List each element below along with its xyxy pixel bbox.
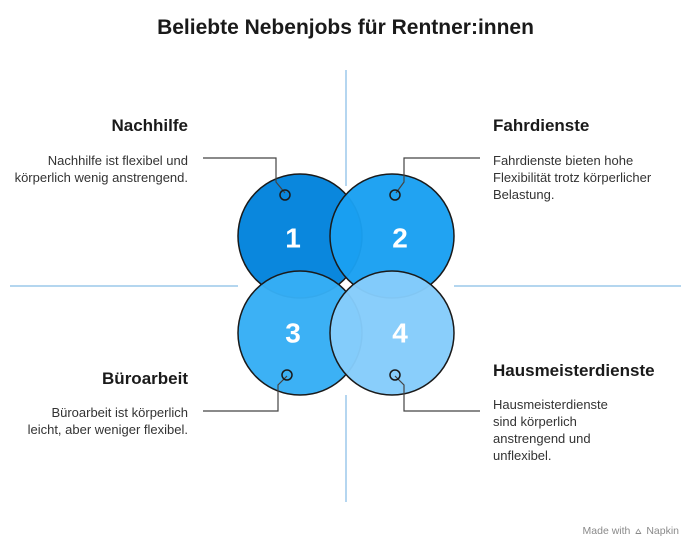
description-nachhilfe: Nachhilfe ist flexibel und körperlich we…: [14, 153, 188, 185]
heading-bueroarbeit: Büroarbeit: [102, 369, 188, 388]
circle-3-number: 3: [285, 318, 301, 349]
circle-4-number: 4: [392, 318, 408, 349]
connector-4-dot: [389, 369, 401, 381]
connector-2-dot: [389, 189, 401, 201]
connector-3: [203, 375, 288, 412]
connector-2: [395, 157, 480, 194]
circle-1-number: 1: [285, 223, 301, 254]
connector-1-dot: [279, 189, 291, 201]
napkin-icon: ⩟: [635, 526, 642, 537]
footer-made-with: Made with: [582, 525, 631, 537]
diagram-title: Beliebte Nebenjobs für Rentner:innen: [157, 16, 534, 39]
heading-fahrdienste: Fahrdienste: [493, 116, 590, 135]
heading-nachhilfe: Nachhilfe: [111, 116, 188, 135]
circle-4: [329, 270, 455, 396]
footer: Made with ⩟ Napkin: [583, 525, 679, 537]
connector-1: [203, 157, 286, 194]
connector-3-dot: [281, 369, 293, 381]
footer-brand: Napkin: [646, 525, 679, 537]
connector-4: [394, 375, 480, 412]
circle-2-number: 2: [392, 223, 408, 254]
heading-hausmeisterdienste: Hausmeisterdienste: [493, 361, 655, 380]
description-fahrdienste: Fahrdienste bieten hohe Flexibilität tro…: [493, 153, 652, 202]
description-bueroarbeit: Büroarbeit ist körperlich leicht, aber w…: [27, 405, 188, 437]
description-hausmeisterdienste: Hausmeisterdienste sind körperlich anstr…: [493, 397, 608, 463]
